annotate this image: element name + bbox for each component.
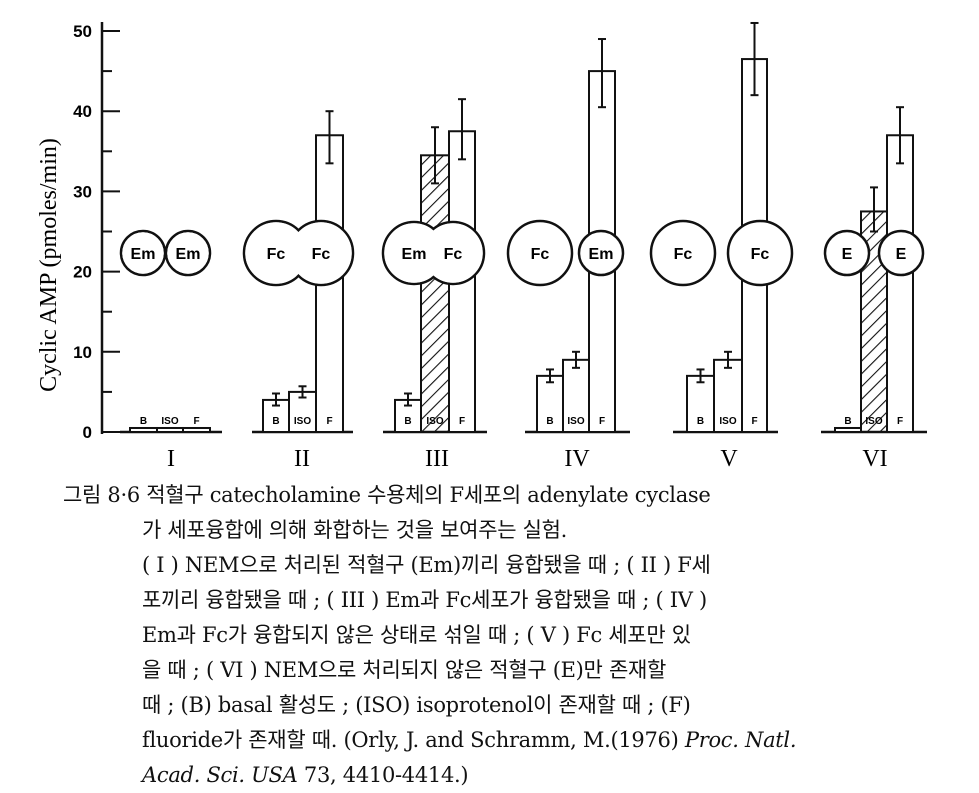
bar-b — [834, 426, 862, 433]
bar-label: ISO — [294, 416, 311, 427]
bar-label: F — [599, 416, 605, 427]
caption-line: 포끼리 융합됐을 때 ; ( III ) Em과 Fc세포가 융합됐을 때 ; … — [142, 588, 707, 612]
caption-line: 을 때 ; ( VI ) NEM으로 처리되지 않은 적혈구 (E)만 존재할 — [142, 658, 667, 682]
cell-label: Fc — [674, 246, 693, 263]
bar-iso — [288, 390, 317, 433]
bar-label: F — [897, 416, 903, 427]
bar-b — [686, 374, 715, 433]
bar-label: F — [193, 416, 199, 427]
cell-label: Fc — [444, 246, 463, 263]
category-label: III — [425, 446, 449, 472]
caption-line: 가 세포융합에 의해 화합하는 것을 보여주는 실험. — [142, 518, 568, 542]
cell-outline — [877, 229, 925, 277]
category-label: I — [167, 446, 175, 472]
y-axis-label: Cyclic AMP (pmoles/min) — [36, 138, 62, 392]
bar-label: ISO — [567, 416, 584, 427]
y-tick-label: 20 — [73, 263, 92, 282]
caption-line: fluoride가 존재할 때. (Orly, J. and Schramm, … — [142, 723, 797, 758]
cell-label: E — [842, 246, 853, 263]
cell-label: Em — [131, 246, 156, 263]
bar-group-i: B ISO F Em EmI — [119, 229, 222, 472]
y-tick-label: 50 — [73, 22, 92, 41]
category-label: II — [294, 446, 310, 472]
bar-label: F — [459, 416, 465, 427]
y-tick-label: 10 — [73, 343, 92, 362]
bar-label: B — [546, 416, 553, 427]
caption-journal: Acad. Sci. USA — [142, 763, 298, 787]
cell-label: Em — [176, 246, 201, 263]
cell-fill — [423, 223, 483, 283]
cell-label: Fc — [312, 246, 331, 263]
y-tick-label: 30 — [73, 182, 92, 201]
cell-outline — [823, 229, 871, 277]
caption-line: Em과 Fc가 융합되지 않은 상태로 섞일 때 ; ( V ) Fc 세포만 … — [142, 623, 691, 647]
caption-journal: Proc. Natl. — [684, 728, 797, 752]
bar-label: ISO — [865, 416, 882, 427]
cell-label: Fc — [267, 246, 286, 263]
bar-label: B — [697, 416, 704, 427]
cell-label: Fc — [531, 246, 550, 263]
bar-label: B — [404, 416, 411, 427]
category-label: IV — [564, 446, 590, 472]
bar-f — [886, 134, 914, 433]
cell-outline — [649, 219, 717, 287]
y-tick-label: 40 — [73, 102, 92, 121]
cell-fill — [245, 222, 307, 284]
bar-group-vi: B ISO F E E VI — [821, 106, 927, 472]
cell-outline — [726, 219, 794, 287]
bar-label: ISO — [426, 416, 443, 427]
caption-line: 그림 8·6 적혈구 catecholamine 수용체의 F세포의 adeny… — [63, 483, 711, 507]
bar-label: ISO — [161, 416, 178, 427]
cell-outline — [506, 219, 574, 287]
bar-label: B — [140, 416, 147, 427]
cell-label: Em — [589, 246, 614, 263]
cell-label: E — [896, 246, 907, 263]
bar-f — [182, 426, 211, 433]
bar-iso — [420, 154, 450, 433]
bar-label: ISO — [719, 416, 736, 427]
cell-outline — [577, 229, 625, 277]
cell-label: Fc — [751, 246, 770, 263]
caption-citation: 73, 4410-4414.) — [297, 763, 469, 787]
bar-label: F — [326, 416, 332, 427]
bar-chart: Cyclic AMP (pmoles/min) 0 10 20 30 40 50 B ISO… — [36, 21, 927, 472]
cell-label: Em — [402, 246, 427, 263]
bar-group-v: B ISO F Fc FcV — [649, 21, 794, 472]
cell-fill — [167, 232, 209, 274]
caption-text: fluoride가 존재할 때. (Orly, J. and Schramm, … — [142, 728, 685, 752]
bar-b — [129, 426, 158, 433]
bar-label: F — [751, 416, 757, 427]
category-label: VI — [862, 446, 887, 472]
bar-label: B — [272, 416, 279, 427]
bar-iso — [156, 426, 184, 433]
caption-line: 때 ; (B) basal 활성도 ; (ISO) isoprotenol이 존… — [142, 693, 691, 717]
category-label: V — [720, 446, 738, 472]
caption-line: ( I ) NEM으로 처리된 적혈구 (Em)끼리 융합됐을 때 ; ( II… — [142, 553, 711, 577]
cell-fill — [122, 232, 164, 274]
caption-line: Acad. Sci. USA 73, 4410-4414.) — [142, 758, 469, 793]
cell-fill — [290, 222, 352, 284]
y-tick-label: 0 — [83, 423, 92, 442]
bar-label: B — [844, 416, 851, 427]
